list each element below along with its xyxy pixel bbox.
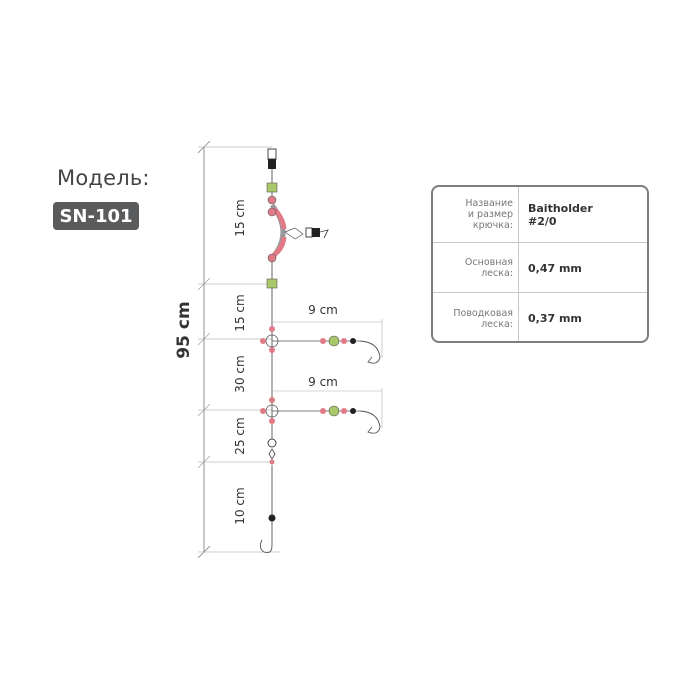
spec-value-leader-line: 0,37 mm — [528, 312, 582, 325]
branch-2 — [260, 388, 383, 434]
segment-label-1: 15 cm — [233, 199, 247, 236]
branch-1 — [260, 319, 383, 364]
boom-arm — [267, 203, 287, 263]
spec-label-main-line: Основная леска: — [433, 243, 519, 293]
spec-row-main-line: Основная леска: 0,47 mm — [433, 242, 647, 293]
bottom-hook — [259, 514, 276, 554]
spec-row-hook: Название и размер крючка: Baitholder #2/… — [433, 187, 647, 242]
branch-label-1: 9 cm — [308, 303, 338, 317]
model-label: Модель: — [57, 166, 150, 190]
bead-green-bottom — [266, 278, 278, 289]
spec-value-main-line: 0,47 mm — [528, 261, 582, 275]
model-code-badge: SN-101 — [53, 202, 139, 230]
segment-ticks — [197, 140, 280, 553]
spec-label-leader-line: Поводковая леска: — [433, 293, 519, 341]
segment-label-3: 30 cm — [233, 355, 247, 392]
total-dimension — [197, 140, 211, 559]
top-swivel — [267, 148, 277, 169]
side-swivel — [284, 227, 329, 240]
spec-row-leader-line: Поводковая леска: 0,37 mm — [433, 292, 647, 341]
total-length-label: 95 cm — [174, 301, 194, 358]
spec-label-hook: Название и размер крючка: — [433, 187, 519, 242]
segment-label-4: 25 cm — [233, 417, 247, 454]
spec-value-hook: Baitholder #2/0 — [528, 201, 593, 228]
segment-label-2: 15 cm — [233, 294, 247, 331]
segment-label-5: 10 cm — [233, 487, 247, 524]
branch-label-2: 9 cm — [308, 375, 338, 389]
bead-red — [267, 195, 277, 205]
specs-table: Название и размер крючка: Baitholder #2/… — [431, 185, 649, 343]
bottom-swivel — [267, 438, 277, 465]
bead-green-top — [266, 182, 278, 193]
